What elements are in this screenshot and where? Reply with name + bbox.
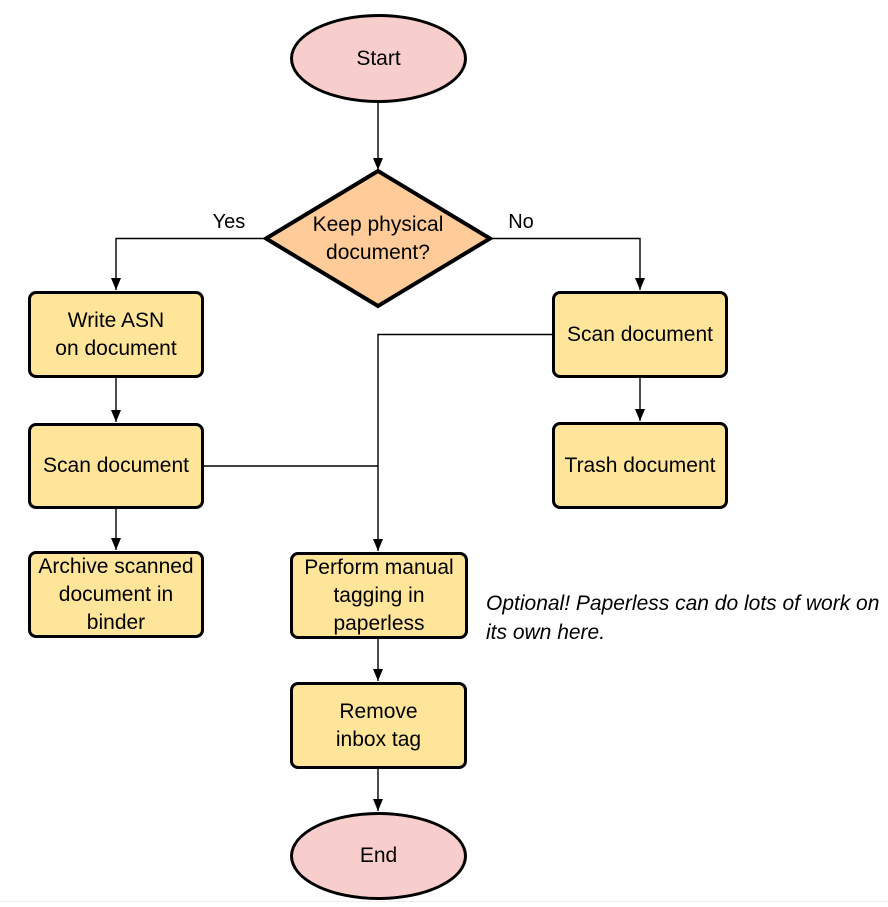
bottom-divider-line (0, 901, 888, 902)
annotation-note: Optional! Paperless can do lots of work … (486, 592, 880, 644)
edge-decision-no-to-scan-right (490, 237, 645, 290)
node-remove-inbox-tag: Remove inbox tag (290, 682, 467, 769)
node-scan-document-left-label: Scan document (43, 454, 189, 477)
edge-decision-yes-to-write-asn (111, 237, 266, 290)
node-write-asn: Write ASN on document (28, 291, 204, 378)
node-scan-document-right: Scan document (552, 291, 728, 378)
node-scan-document-right-label: Scan document (567, 322, 713, 346)
node-start: Start (290, 14, 467, 103)
decision-diamond-shape (262, 168, 494, 309)
node-decision-label: Keep physical document? (312, 212, 444, 264)
node-archive-binder: Archive scanned document in binder (28, 551, 204, 638)
node-manual-tagging-label: Perform manual tagging in paperless (304, 555, 454, 635)
node-end: End (290, 812, 467, 900)
edge-label-yes: Yes (212, 211, 246, 233)
node-write-asn-label: Write ASN on document (55, 308, 177, 360)
node-end-label: End (359, 844, 398, 867)
node-start-label: Start (356, 46, 401, 70)
node-trash-document: Trash document (552, 422, 728, 509)
node-archive-binder-label: Archive scanned document in binder (38, 554, 194, 634)
node-manual-tagging: Perform manual tagging in paperless (290, 552, 468, 639)
node-trash-document-label: Trash document (564, 453, 716, 477)
node-decision: Keep physical document? (266, 171, 490, 306)
edge-label-no: No (508, 211, 534, 233)
node-remove-inbox-tag-label: Remove inbox tag (335, 699, 422, 751)
edge-scan-right-to-tagging (373, 333, 552, 551)
node-scan-document-left: Scan document (28, 423, 204, 509)
